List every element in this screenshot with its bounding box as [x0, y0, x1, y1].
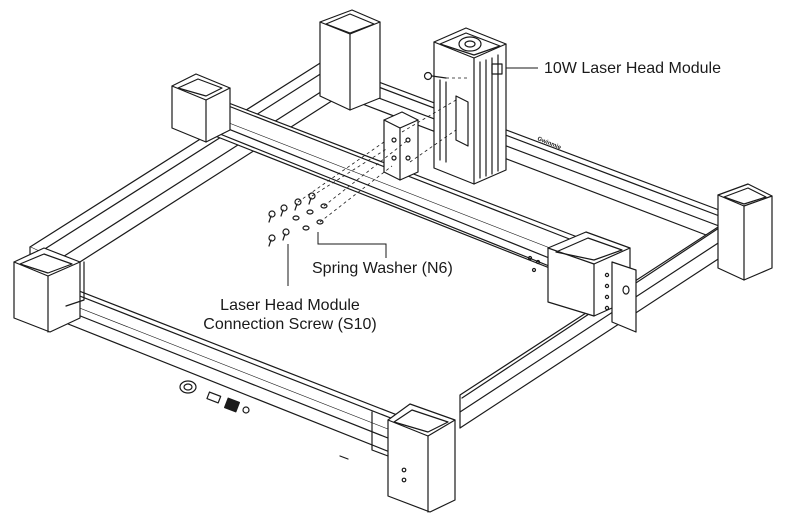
front-left-corner-block [13, 247, 85, 333]
screw [268, 210, 276, 223]
gantry-left-end-block [171, 73, 231, 143]
connection-screw-label: Laser Head Module Connection Screw (S10) [180, 296, 400, 334]
usb-port-icon [206, 391, 222, 404]
connection-screw-label-line2: Connection Screw (S10) [203, 316, 377, 333]
back-left-corner-block [319, 9, 381, 111]
tension-knob [423, 71, 447, 81]
right-corner-block [717, 183, 773, 281]
laser-head-module [433, 27, 507, 185]
spring-washers [292, 203, 328, 231]
screw [268, 234, 276, 247]
screw [282, 228, 290, 241]
power-button-icon [179, 380, 197, 394]
screw [280, 204, 288, 217]
reset-button-icon [242, 406, 250, 414]
leader-lines [287, 67, 538, 286]
front-right-corner-block [371, 403, 456, 513]
power-jack-icon [224, 397, 240, 413]
gantry-right-end-block [547, 231, 637, 333]
control-panel [179, 380, 349, 460]
connection-screw-label-line1: Laser Head Module [220, 297, 360, 314]
spring-washer-label: Spring Washer (N6) [312, 260, 453, 277]
laser-head-module-label: 10W Laser Head Module [544, 60, 721, 77]
assembly-guide-lines [297, 77, 470, 223]
connector-icon [491, 63, 503, 75]
cooling-fan-icon [458, 36, 482, 52]
connection-screws [268, 192, 316, 247]
